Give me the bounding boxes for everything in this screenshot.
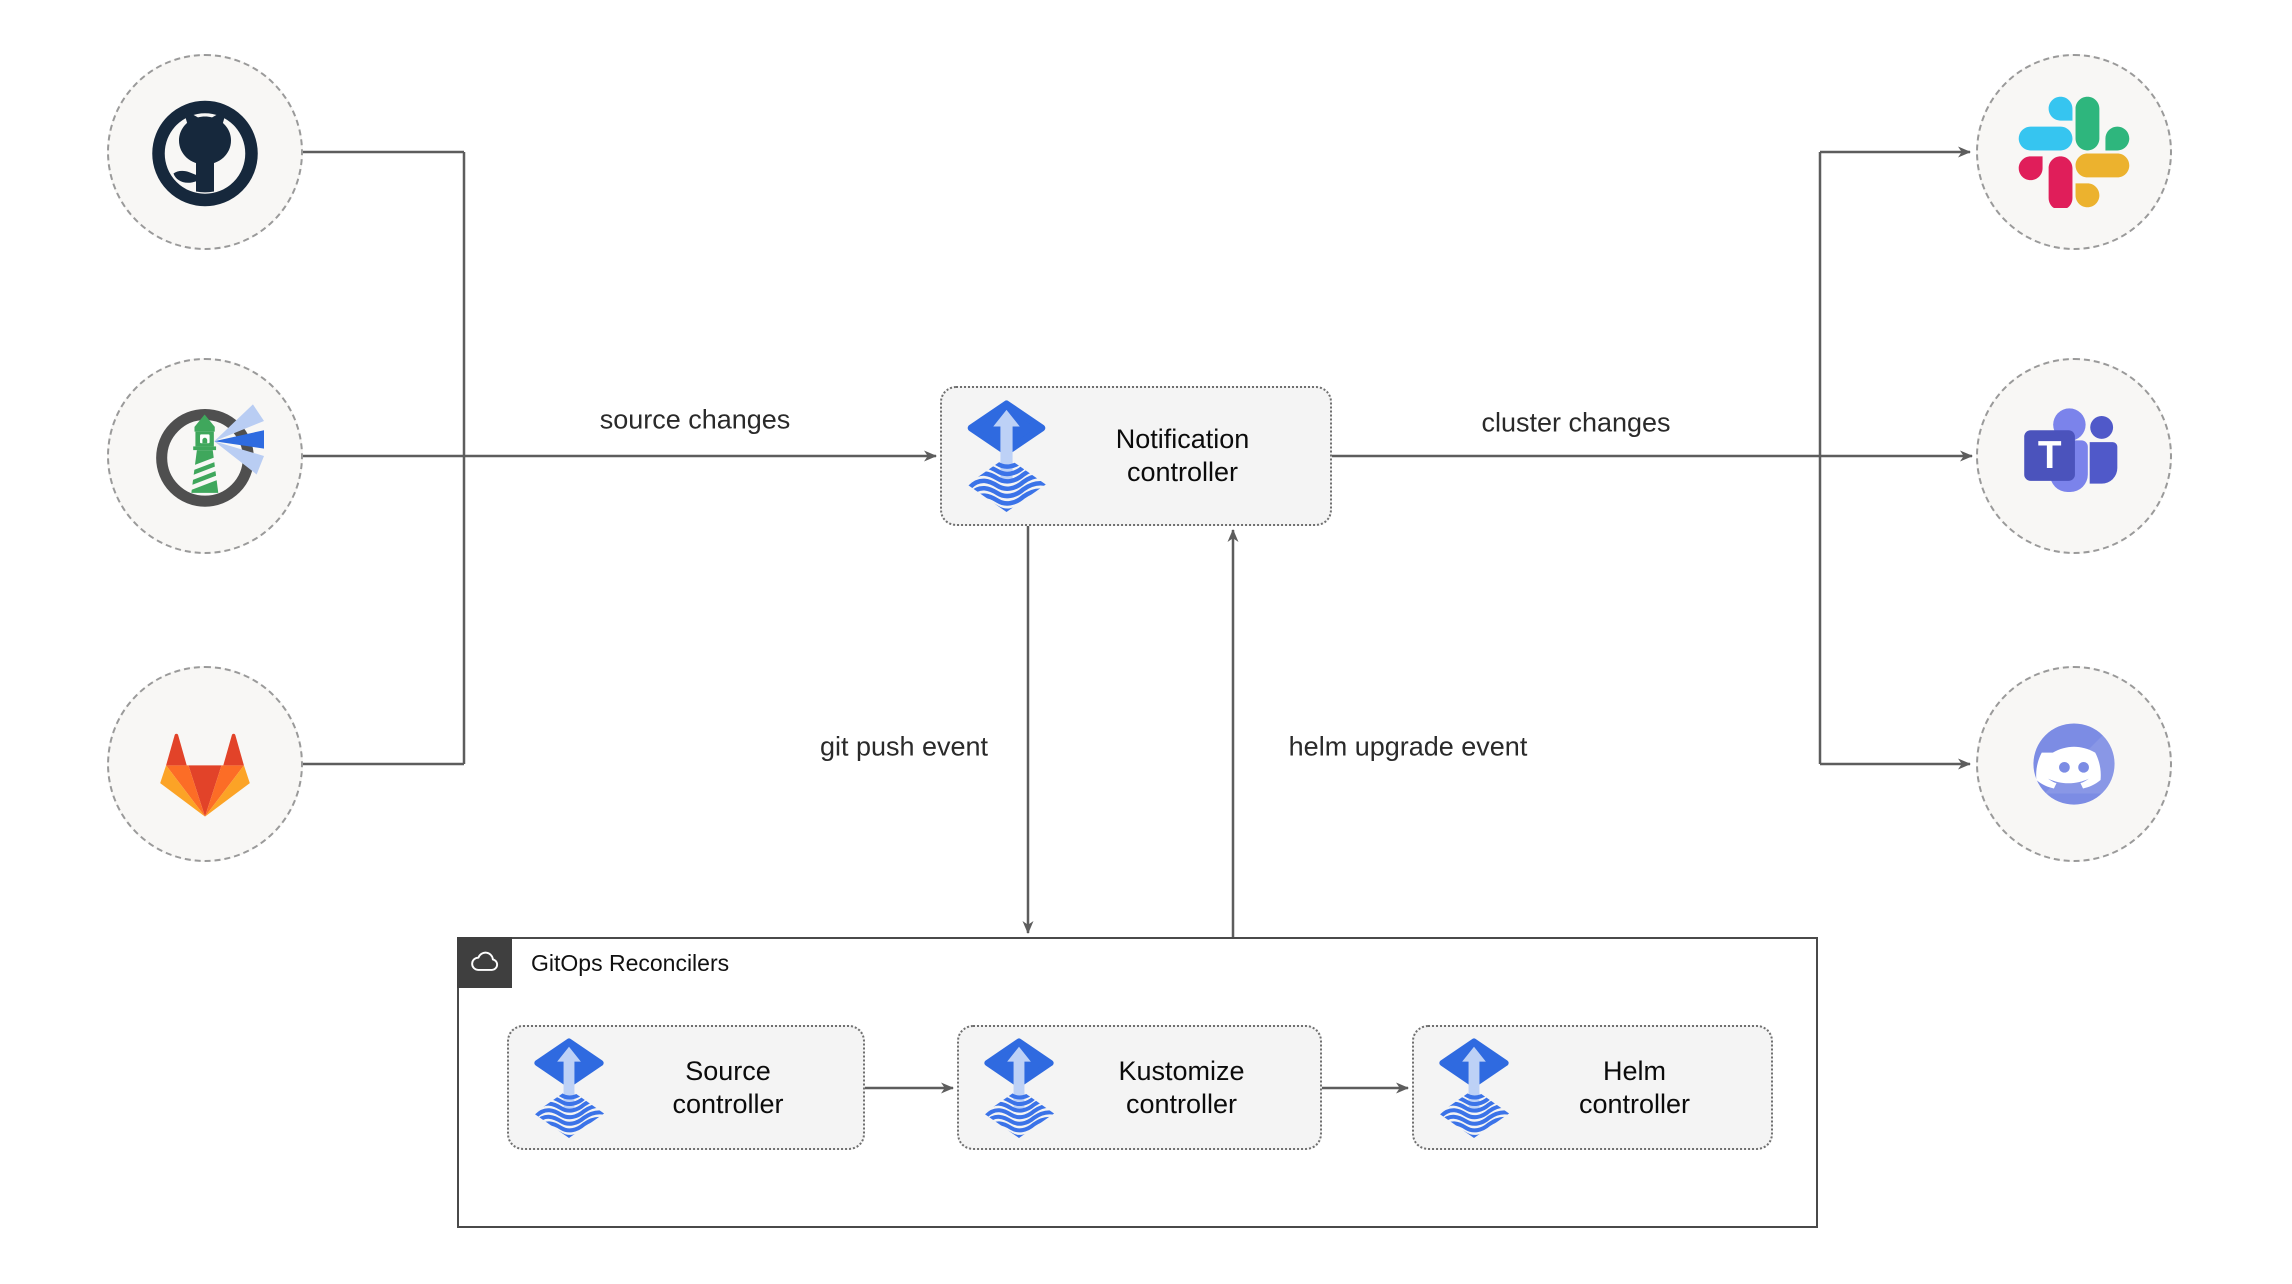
flux-icon <box>966 400 1047 512</box>
harbor-icon <box>156 404 264 507</box>
notification-controller-line2: controller <box>1126 457 1239 487</box>
label-git-push-event: git push event <box>819 731 989 762</box>
label-helm-upgrade-event: helm upgrade event <box>1288 731 1528 762</box>
node-teams: T <box>1976 358 2172 554</box>
slack-icon <box>2018 96 2130 208</box>
gitlab-icon <box>160 733 250 817</box>
helm-controller-line2: controller <box>1578 1088 1691 1119</box>
notification-controller-line1: Notification <box>1115 424 1250 454</box>
source-controller-line2: controller <box>672 1088 784 1119</box>
flux-icon <box>983 1037 1055 1138</box>
kustomize-controller-label: Kustomize controller <box>1055 1055 1308 1121</box>
label-source-changes: source changes <box>599 404 791 435</box>
cloud-icon <box>470 951 498 971</box>
notification-controller-label: Notification controller <box>1047 423 1318 489</box>
source-controller-line1: Source <box>685 1055 771 1086</box>
gitops-reconcilers-container: GitOps Reconcilers <box>457 937 1818 1228</box>
node-slack <box>1976 54 2172 250</box>
node-discord <box>1976 666 2172 862</box>
source-controller-box: Source controller <box>507 1025 865 1150</box>
label-cluster-changes: cluster changes <box>1481 407 1671 438</box>
cloud-badge <box>457 937 512 988</box>
teams-icon: T <box>2024 408 2118 492</box>
node-github <box>107 54 303 250</box>
node-gitlab <box>107 666 303 862</box>
source-controller-label: Source controller <box>605 1055 851 1121</box>
notification-controller-box: Notification controller <box>940 386 1332 526</box>
svg-text:T: T <box>2038 434 2062 477</box>
helm-controller-line1: Helm <box>1602 1055 1666 1086</box>
kustomize-controller-line2: controller <box>1125 1088 1238 1119</box>
kustomize-controller-box: Kustomize controller <box>957 1025 1322 1150</box>
helm-controller-label: Helm controller <box>1510 1055 1759 1121</box>
node-harbor <box>107 358 303 554</box>
discord-icon <box>2033 723 2117 805</box>
flux-icon <box>533 1037 605 1138</box>
kustomize-controller-line1: Kustomize <box>1118 1055 1245 1086</box>
helm-controller-box: Helm controller <box>1412 1025 1773 1150</box>
github-icon <box>152 100 258 207</box>
gitops-reconcilers-title: GitOps Reconcilers <box>531 950 730 976</box>
flux-icon <box>1438 1037 1510 1138</box>
